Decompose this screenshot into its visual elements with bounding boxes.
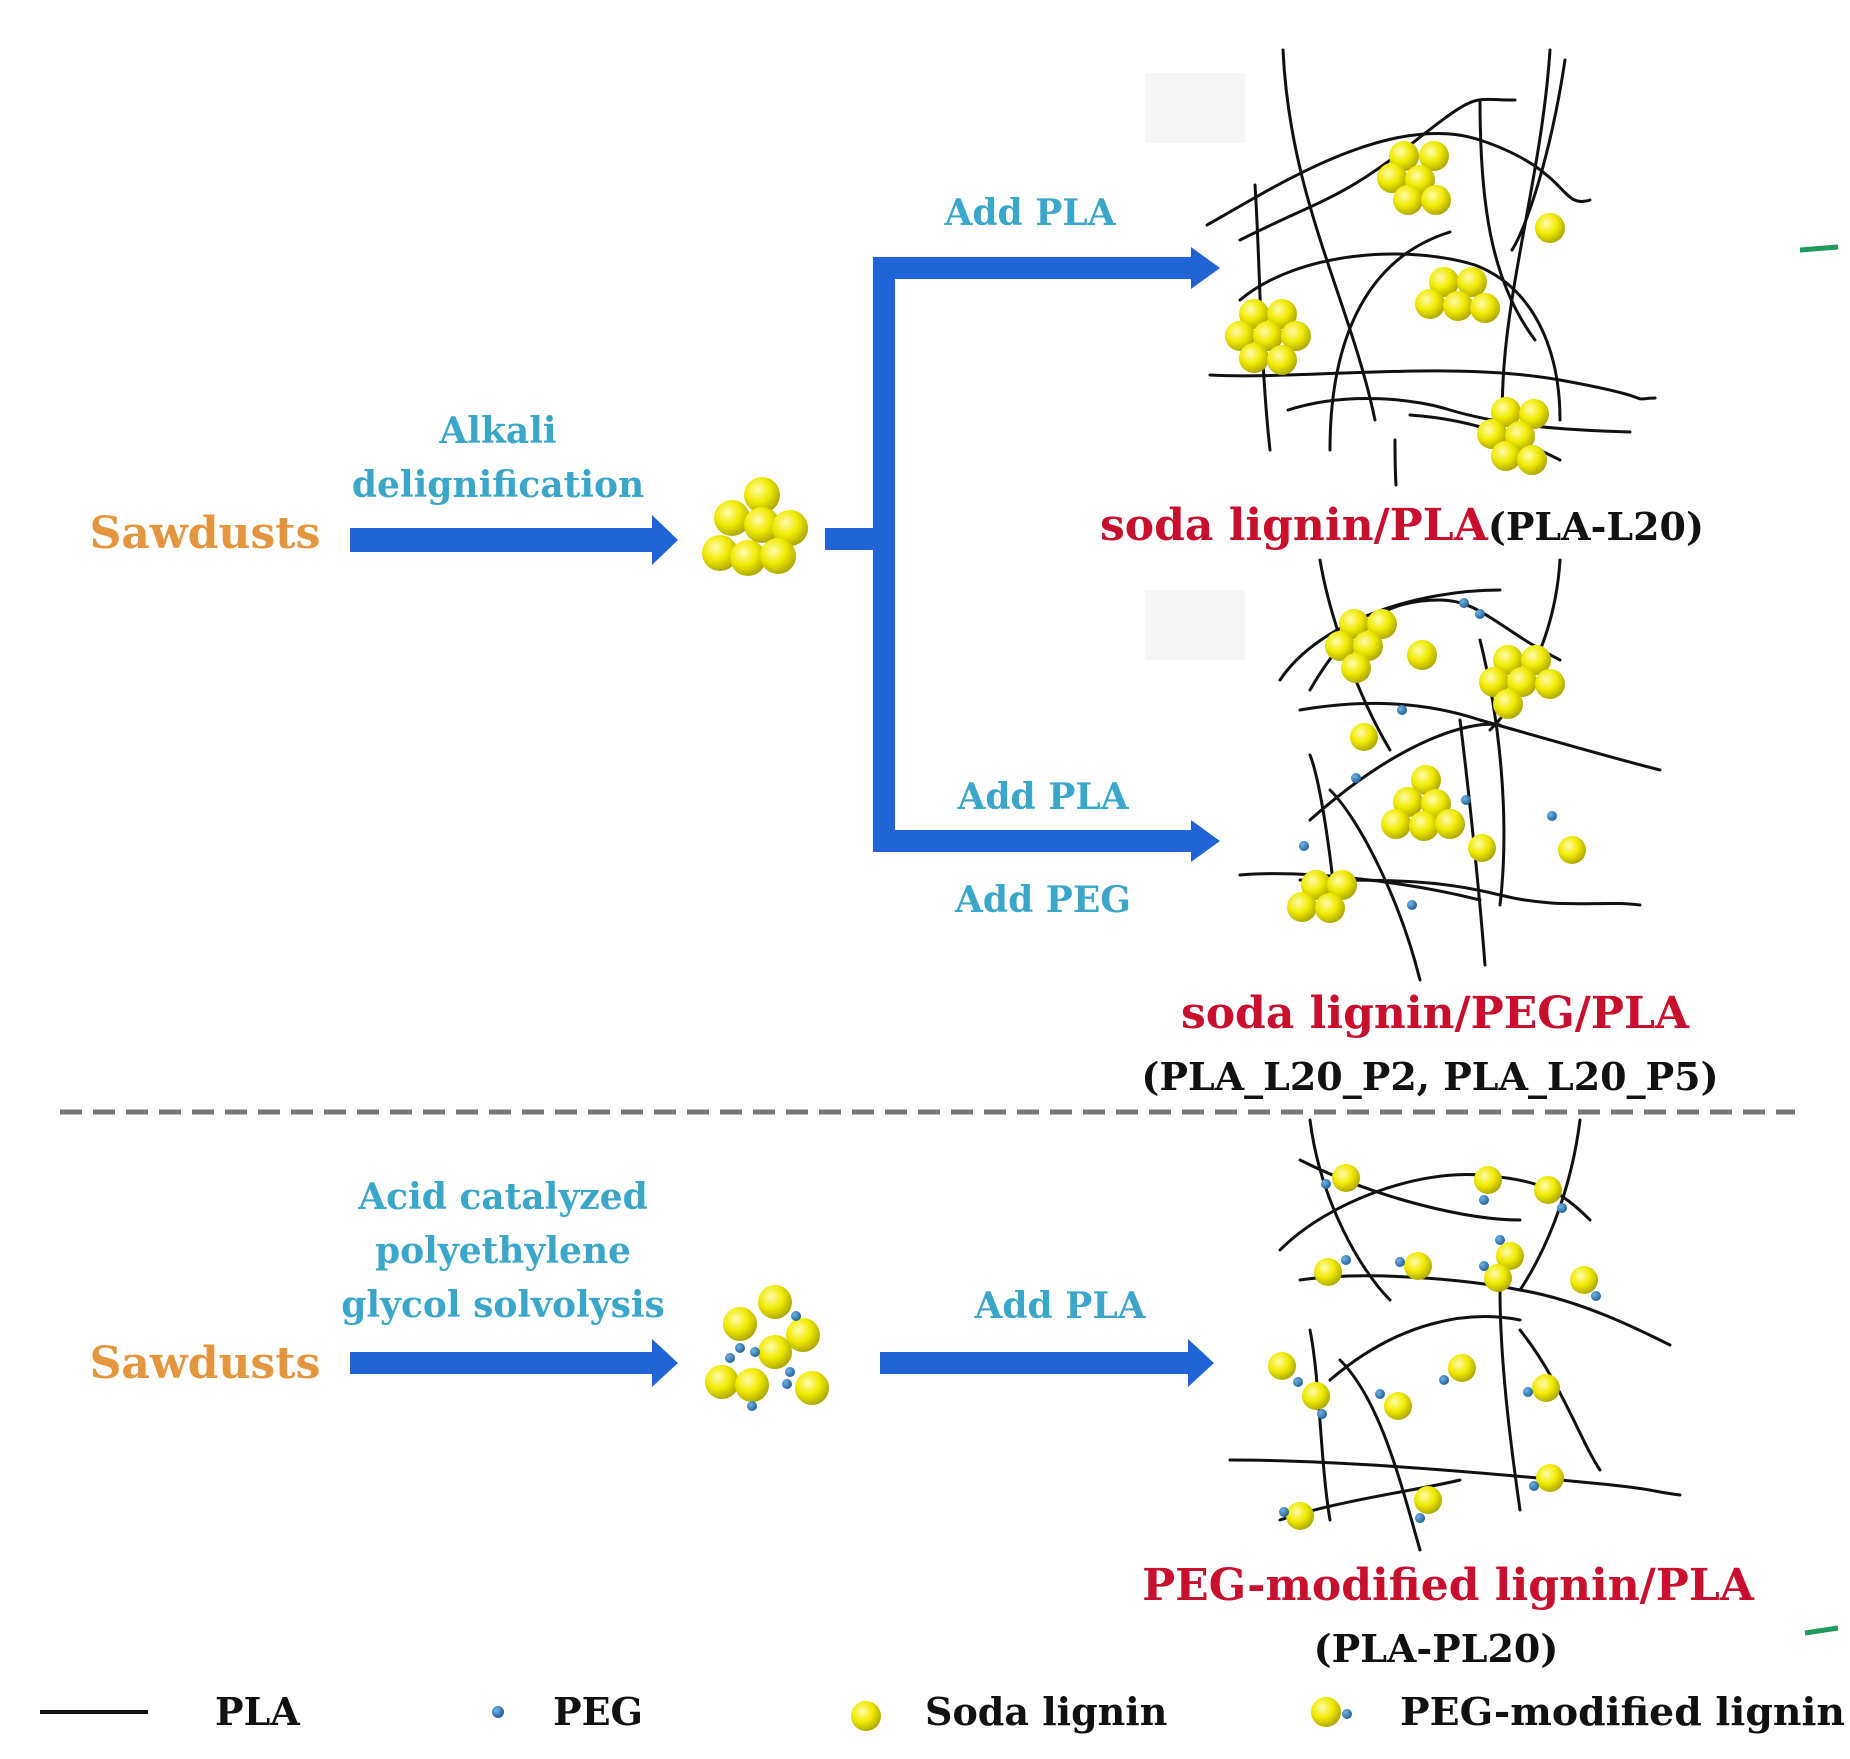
product-a-name: soda lignin/PLA — [1100, 500, 1489, 551]
background-patch — [1145, 590, 1245, 660]
bottom-step1-line3: glycol solvolysis — [341, 1284, 665, 1326]
network-pla-pl20 — [1228, 1118, 1682, 1552]
legend-peg-lignin-label: PEG-modified lignin — [1400, 1689, 1845, 1734]
product-a-label: soda lignin/PLA(PLA-L20) — [1100, 500, 1704, 551]
peg-lignin-particles — [1268, 1164, 1601, 1530]
background-patch — [1145, 73, 1245, 143]
bottom-source-label: Sawdusts — [90, 1338, 321, 1389]
product-c-name: PEG-modified lignin/PLA — [1142, 1560, 1755, 1611]
bottom-step1-line2: polyethylene — [375, 1230, 631, 1272]
top-source-label: Sawdusts — [90, 508, 321, 559]
bottom-step2-arrow — [880, 1339, 1214, 1387]
legend-peg-dot-icon — [492, 1706, 504, 1718]
pla-chains — [1228, 1118, 1682, 1552]
top-step1-line2: delignification — [352, 464, 644, 506]
bottom-step1-line1: Acid catalyzed — [357, 1176, 648, 1218]
lignin-and-peg — [1287, 598, 1586, 923]
legend-lignin-sphere-icon — [851, 1701, 881, 1731]
legend-peg-lignin-icon — [1311, 1697, 1341, 1727]
pla-chains — [1205, 48, 1657, 487]
product-a-code: (PLA-L20) — [1488, 504, 1704, 549]
branch-b-label-pla: Add PLA — [956, 776, 1129, 818]
legend: PLA PEG Soda lignin PEG-modified lignin — [40, 1689, 1845, 1734]
network-pla-l20 — [1205, 48, 1657, 487]
bottom-step1-arrow — [350, 1339, 678, 1387]
bottom-step2-label: Add PLA — [973, 1285, 1146, 1327]
branch-connector — [825, 247, 1220, 862]
product-c-code: (PLA-PL20) — [1314, 1626, 1559, 1671]
legend-lignin-label: Soda lignin — [925, 1689, 1167, 1734]
branch-a-label: Add PLA — [943, 192, 1116, 234]
soda-lignin-cluster — [702, 477, 808, 576]
network-pla-l20-peg — [1238, 558, 1662, 982]
edge-mark — [1799, 244, 1839, 253]
top-step1-line1: Alkali — [438, 410, 556, 452]
lignin-clusters — [1225, 141, 1565, 475]
edge-mark — [1804, 1625, 1839, 1636]
product-b-name: soda lignin/PEG/PLA — [1181, 988, 1690, 1039]
legend-peg-label: PEG — [553, 1689, 643, 1734]
top-step1-arrow — [350, 515, 678, 565]
product-b-code: (PLA_L20_P2, PLA_L20_P5) — [1141, 1054, 1718, 1099]
peg-modified-lignin-cluster — [705, 1285, 829, 1411]
legend-pla-label: PLA — [215, 1689, 300, 1734]
branch-b-label-peg: Add PEG — [954, 879, 1131, 921]
legend-peg-lignin-dot-icon — [1342, 1709, 1352, 1719]
